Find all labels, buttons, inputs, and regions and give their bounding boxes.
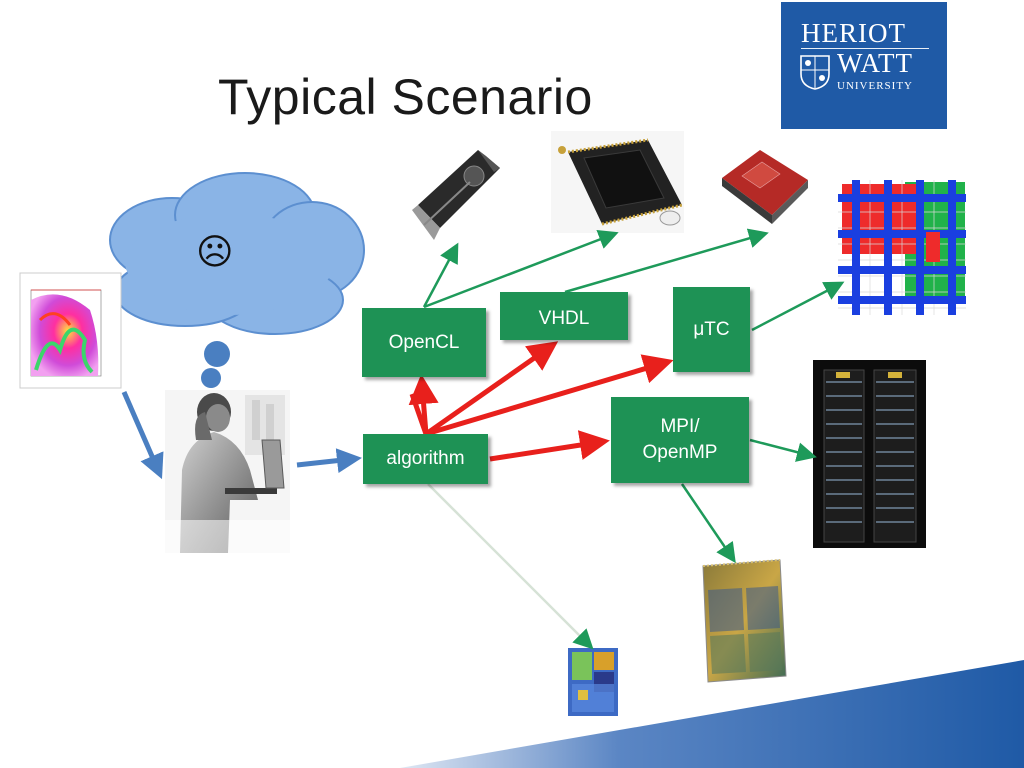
- arrow-opencl-to-cpu: [423, 230, 619, 309]
- arrow-mpi-to-rack: [749, 438, 817, 462]
- footer-band: [400, 660, 1024, 768]
- node-mpi-openmp[interactable]: MPI/ OpenMP: [611, 397, 749, 483]
- node-mpi-label: MPI/: [660, 416, 700, 438]
- logo-line-2: WATT: [837, 48, 913, 78]
- slide-title: Typical Scenario: [218, 69, 593, 125]
- processor-grid-image: [838, 180, 966, 315]
- arrow-algorithm-to-soc: [427, 483, 594, 650]
- person-at-computer-image: [165, 390, 290, 553]
- arrow-plot-to-person: [121, 391, 164, 480]
- fpga-chip-image: [722, 150, 808, 224]
- arrow-utc-to-grid: [751, 281, 845, 332]
- thought-cloud: [109, 172, 365, 402]
- arrow-algorithm-to-vhdl: [424, 341, 559, 437]
- simulation-plot-image: [19, 272, 122, 389]
- sad-face-icon: ☹: [196, 232, 234, 273]
- arrow-vhdl-to-fpga: [564, 228, 769, 294]
- logo-line-1: HERIOT: [801, 18, 906, 48]
- node-algorithm[interactable]: algorithm: [363, 434, 488, 484]
- node-opencl[interactable]: OpenCL: [362, 308, 486, 377]
- arrow-mpi-to-die: [680, 483, 736, 564]
- node-algorithm-label: algorithm: [386, 448, 465, 470]
- node-opencl-label: OpenCL: [388, 331, 460, 353]
- logo-line-3: UNIVERSITY: [837, 80, 913, 92]
- arrow-opencl-to-gpu: [422, 242, 459, 308]
- crest-icon: [800, 55, 830, 90]
- soc-die-image: [568, 648, 618, 716]
- gpu-card-image: [412, 150, 500, 240]
- node-utc-label: μTC: [693, 318, 730, 340]
- arrow-algorithm-to-utc: [425, 354, 674, 437]
- node-utc[interactable]: μTC: [673, 287, 750, 372]
- cpu-chip-image: [551, 131, 684, 233]
- node-vhdl-label: VHDL: [538, 308, 590, 329]
- node-openmp-label: OpenMP: [642, 442, 718, 463]
- heriot-watt-logo: HERIOT WATT UNIVERSITY: [781, 2, 947, 129]
- arrow-person-to-algorithm: [296, 448, 362, 474]
- arrow-algorithm-to-mpi: [489, 430, 610, 462]
- arrow-algorithm-to-opencl-left: [409, 393, 429, 435]
- logo-rule: [801, 48, 929, 49]
- multicore-die-image: [702, 559, 787, 683]
- server-rack-image: [813, 360, 926, 548]
- node-vhdl[interactable]: VHDL: [500, 292, 628, 340]
